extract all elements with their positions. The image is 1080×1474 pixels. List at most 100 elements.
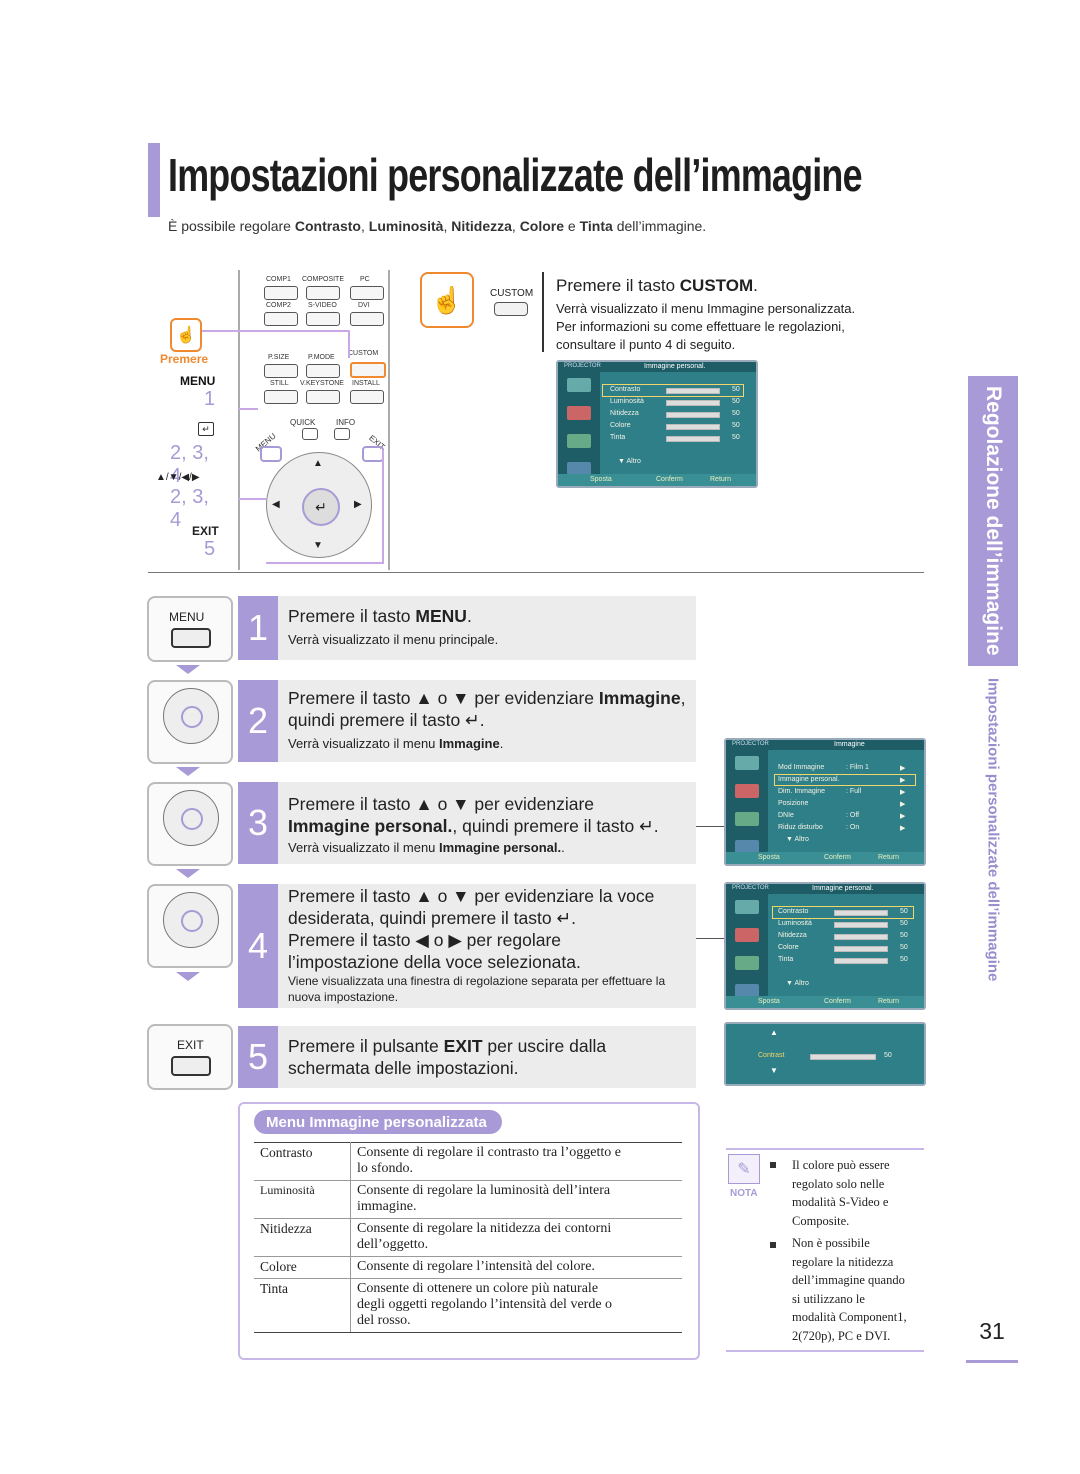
page-subtitle: È possibile regolare Contrasto, Luminosi…: [168, 218, 707, 234]
remote-label-svideo: S-VIDEO: [308, 302, 337, 309]
step-1-instruction: Premere il tasto MENU.: [288, 606, 472, 626]
step-5-instruction-2: schermata delle impostazioni.: [288, 1058, 519, 1078]
osd-slider[interactable]: [834, 934, 888, 940]
custom-line-1: Verrà visualizzato il menu Immagine pers…: [556, 301, 856, 316]
osd-more[interactable]: ▼ Altro: [786, 980, 809, 987]
osd-title: Immagine: [834, 741, 865, 748]
pc-button[interactable]: [350, 286, 384, 300]
enter-icon: [181, 706, 203, 728]
quick-button[interactable]: [302, 428, 318, 440]
remote-label-still: STILL: [270, 380, 289, 387]
step-5-instruction: Premere il pulsante EXIT per uscire dall…: [288, 1036, 607, 1056]
osd-submenu-arrow-icon: ▶: [900, 825, 906, 832]
custom-key-label: CUSTOM: [490, 288, 534, 299]
osd-up-arrow-icon: ▲: [770, 1028, 778, 1037]
step-4-note: Viene visualizzata una finestra di regol…: [288, 974, 666, 988]
vkeystone-button[interactable]: [306, 390, 340, 404]
osd-single-label: Contrast: [758, 1052, 785, 1059]
picture-icon: [567, 406, 591, 420]
input-icon: [735, 756, 759, 770]
hand-press-icon: ☝: [170, 318, 202, 352]
flow-arrow-icon: [176, 869, 200, 878]
psize-button[interactable]: [264, 364, 298, 378]
exit-key-label: EXIT: [177, 1038, 204, 1052]
flow-arrow-icon: [176, 665, 200, 674]
osd-slider[interactable]: [834, 958, 888, 964]
step-2-instruction-2: quindi premere il tasto ↵.: [288, 710, 485, 730]
remote-button-grid: COMP1 COMPOSITE PC COMP2 S-VIDEO DVI P.S…: [258, 276, 386, 406]
osd-slider[interactable]: [834, 922, 888, 928]
exit-key-icon: [171, 1056, 211, 1076]
osd-slider[interactable]: [666, 412, 720, 418]
step-number: 5: [238, 1026, 278, 1088]
remote-nav-area: QUICK INFO MENU EXIT ↵ ▲ ▼ ◀ ▶: [250, 416, 387, 570]
osd-slider[interactable]: [666, 436, 720, 442]
osd-selection: [602, 384, 744, 397]
remote-label-custom: CUSTOM: [348, 350, 379, 357]
pmode-button[interactable]: [306, 364, 340, 378]
osd-submenu-arrow-icon: ▶: [900, 789, 906, 796]
remote-label-vkeystone: V.KEYSTONE: [300, 380, 344, 387]
svideo-button[interactable]: [306, 312, 340, 326]
remote-body: [238, 270, 390, 570]
table-key: Nitidezza: [254, 1218, 351, 1257]
comp2-button[interactable]: [264, 312, 298, 326]
osd-item-label: Colore: [610, 422, 631, 429]
exit-button[interactable]: [362, 446, 384, 462]
remote-label-comp1: COMP1: [266, 276, 291, 283]
still-button[interactable]: [264, 390, 298, 404]
osd-submenu-arrow-icon: ▶: [900, 801, 906, 808]
osd-submenu-arrow-icon: ▶: [900, 765, 906, 772]
osd-slider[interactable]: [834, 910, 888, 916]
composite-button[interactable]: [306, 286, 340, 300]
osd-more[interactable]: ▼ Altro: [618, 458, 641, 465]
left-arrow-icon[interactable]: ◀: [272, 499, 280, 510]
osd-item-value: 50: [732, 398, 740, 405]
dpad-illustration: [147, 680, 233, 764]
custom-button[interactable]: [350, 362, 386, 378]
menu-button[interactable]: [260, 446, 282, 462]
picture-icon: [735, 928, 759, 942]
osd-item-label: Dim. Immagine: [778, 788, 826, 795]
up-arrow-icon[interactable]: ▲: [313, 458, 323, 469]
comp1-button[interactable]: [264, 286, 298, 300]
osd-item-value: 50: [732, 410, 740, 417]
osd-item-label: Tinta: [610, 434, 626, 441]
exit-key-illustration: EXIT: [147, 1024, 233, 1090]
osd-footer-confirm: Conferm: [824, 998, 851, 1005]
enter-button[interactable]: ↵: [302, 488, 340, 526]
connector-custom-v: [348, 330, 350, 358]
dpad-illustration: [147, 782, 233, 866]
osd-item-value: 50: [900, 932, 908, 939]
custom-key-button[interactable]: [494, 302, 528, 316]
step-5: 5 Premere il pulsante EXIT per uscire da…: [238, 1026, 696, 1088]
quick-label: QUICK: [290, 418, 316, 427]
remote-label-pc: PC: [360, 276, 370, 283]
osd-single-slider[interactable]: [810, 1054, 876, 1060]
custom-line-2: Per informazioni su come effettuare le r…: [556, 319, 845, 334]
enter-icon: ↵: [198, 422, 214, 436]
info-button[interactable]: [334, 428, 350, 440]
custom-menu-table-title: Menu Immagine personalizzata: [254, 1110, 502, 1134]
dvi-button[interactable]: [350, 312, 384, 326]
osd-slider[interactable]: [666, 388, 720, 394]
remote-callouts: ☝ Premere MENU 1 ↵ 2, 3, 4 ▲/▼/◀/▶ 2, 3,…: [150, 312, 220, 572]
down-arrow-icon[interactable]: ▼: [313, 540, 323, 551]
osd-item-value: 50: [900, 920, 908, 927]
osd-more[interactable]: ▼ Altro: [786, 836, 809, 843]
osd-slider[interactable]: [666, 424, 720, 430]
osd-slider[interactable]: [666, 400, 720, 406]
osd-footer-move: Sposta: [758, 998, 780, 1005]
step-2-instruction: Premere il tasto ▲ o ▼ per evidenziare I…: [288, 688, 686, 708]
osd-footer-confirm: Conferm: [656, 476, 683, 483]
osd-slider[interactable]: [834, 946, 888, 952]
osd-footer-confirm: Conferm: [824, 854, 851, 861]
osd-item-value: 50: [900, 908, 908, 915]
info-label: INFO: [336, 418, 356, 427]
step-3: 3 Premere il tasto ▲ o ▼ per evidenziare…: [238, 782, 696, 864]
install-button[interactable]: [350, 390, 384, 404]
right-arrow-icon[interactable]: ▶: [354, 499, 362, 510]
